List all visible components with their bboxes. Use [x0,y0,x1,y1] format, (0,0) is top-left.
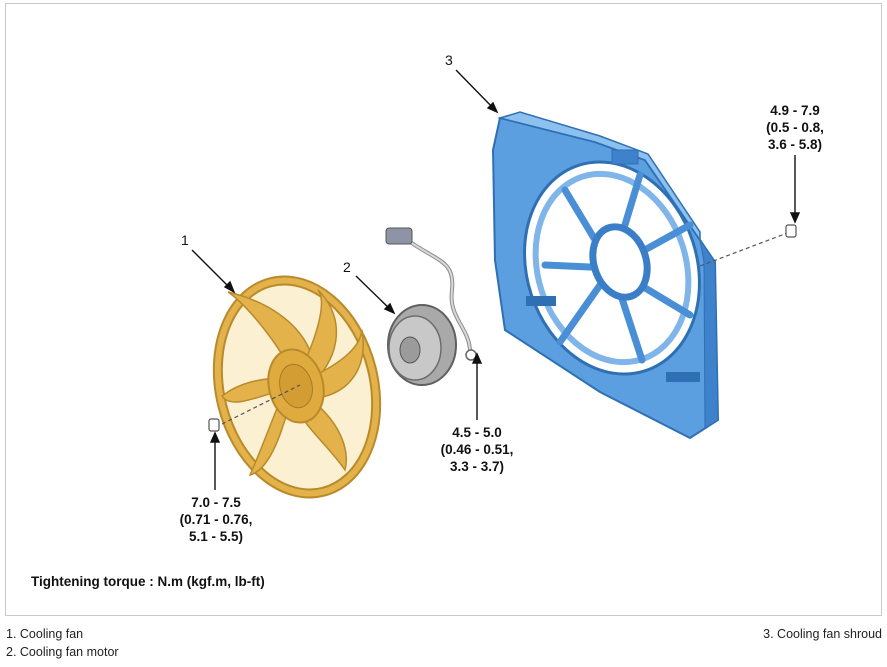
legend-item-cooling-fan-motor: 2. Cooling fan motor [6,645,119,659]
cooling-fan-shroud [491,111,720,440]
torque-motor-line2: (0.46 - 0.51, [440,442,514,457]
torque-motor-line3: 3.3 - 3.7) [449,459,505,474]
exploded-view-illustration [191,69,801,499]
torque-fan-line1: 7.0 - 7.5 [191,495,241,510]
torque-motor-line1: 4.5 - 5.0 [452,425,502,440]
torque-shroud-bolt: 4.9 - 7.9 (0.5 - 0.8, 3.6 - 5.8) [752,102,838,153]
torque-motor-bolt: 4.5 - 5.0 (0.46 - 0.51, 3.3 - 3.7) [425,424,529,475]
torque-shroud-line3: 3.6 - 5.8) [767,137,823,152]
cooling-fan-motor [385,227,477,386]
torque-fan-line2: (0.71 - 0.76, [179,512,253,527]
torque-fan-bolt: 7.0 - 7.5 (0.71 - 0.76, 5.1 - 5.5) [166,494,266,545]
callout-shroud: 3 [445,52,453,68]
bolts [208,224,797,432]
callout-fan: 1 [181,232,189,248]
leader-lines [191,69,801,490]
legend-item-cooling-fan-shroud: 3. Cooling fan shroud [763,627,882,641]
torque-units-note: Tightening torque : N.m (kgf.m, lb-ft) [31,574,265,589]
torque-fan-line3: 5.1 - 5.5) [188,529,244,544]
legend-item-cooling-fan: 1. Cooling fan [6,627,84,641]
torque-shroud-line1: 4.9 - 7.9 [770,103,820,118]
cooling-fan [212,275,382,499]
callout-motor: 2 [343,259,351,275]
torque-shroud-line2: (0.5 - 0.8, [766,120,824,135]
diagram-frame [5,3,882,616]
